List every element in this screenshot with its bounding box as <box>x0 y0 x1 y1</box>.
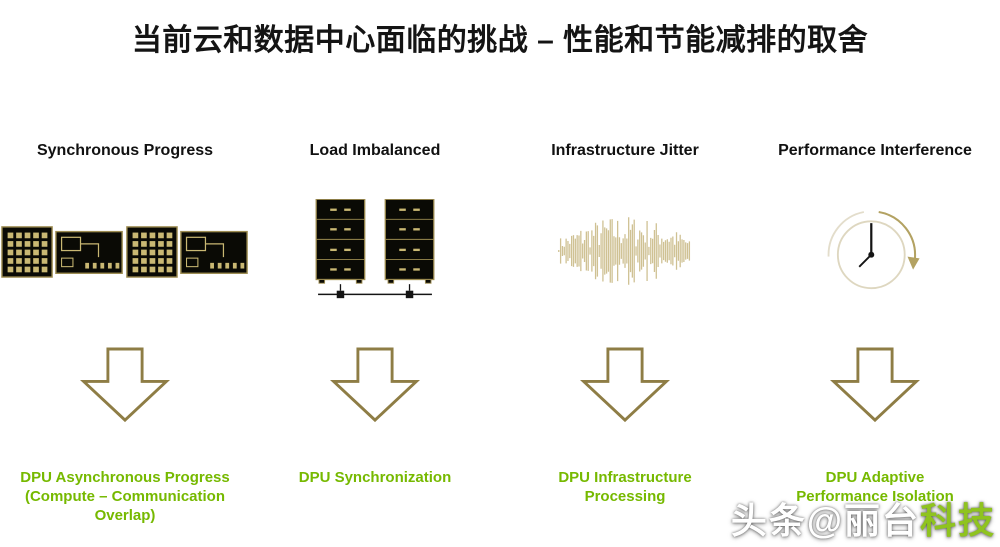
watermark-name-green: 科技 <box>919 500 996 541</box>
server-racks-icon <box>305 172 445 330</box>
dpu-solution-label: DPU Infrastructure Processing <box>558 469 692 506</box>
column-performance-interference: Performance Interference DPU Adaptive Pe… <box>750 142 1000 526</box>
challenge-title: Infrastructure Jitter <box>551 142 699 159</box>
down-arrow-icon <box>330 346 420 442</box>
challenge-title: Load Imbalanced <box>309 142 441 159</box>
down-arrow-icon <box>80 346 170 442</box>
watermark: 头条@丽台科技 <box>731 492 996 544</box>
dpu-solution-label: DPU Adaptive Performance Isolation <box>796 469 954 506</box>
dpu-solution-label: DPU Synchronization <box>298 469 452 486</box>
challenge-title: Synchronous Progress <box>36 142 214 159</box>
jitter-waveform-icon <box>556 172 694 330</box>
clock-icon <box>823 172 927 330</box>
down-arrow-icon <box>580 346 670 442</box>
challenge-columns: Synchronous Progress <box>0 142 1000 526</box>
column-infrastructure-jitter: Infrastructure Jitter DPU Infrastructure… <box>500 142 750 526</box>
chips-icon <box>1 172 249 330</box>
dpu-solution-label: DPU Asynchronous Progress (Compute – Com… <box>20 469 230 525</box>
down-arrow-icon <box>830 346 920 442</box>
slide-title: 当前云和数据中心面临的挑战 – 性能和节能减排的取舍 <box>131 24 869 57</box>
watermark-name: 丽台 <box>843 500 920 541</box>
challenge-title: Performance Interference <box>778 142 972 159</box>
column-synchronous-progress: Synchronous Progress <box>0 142 250 526</box>
watermark-prefix: 头条@ <box>730 500 844 541</box>
column-load-imbalanced: Load Imbalanced <box>250 142 500 526</box>
